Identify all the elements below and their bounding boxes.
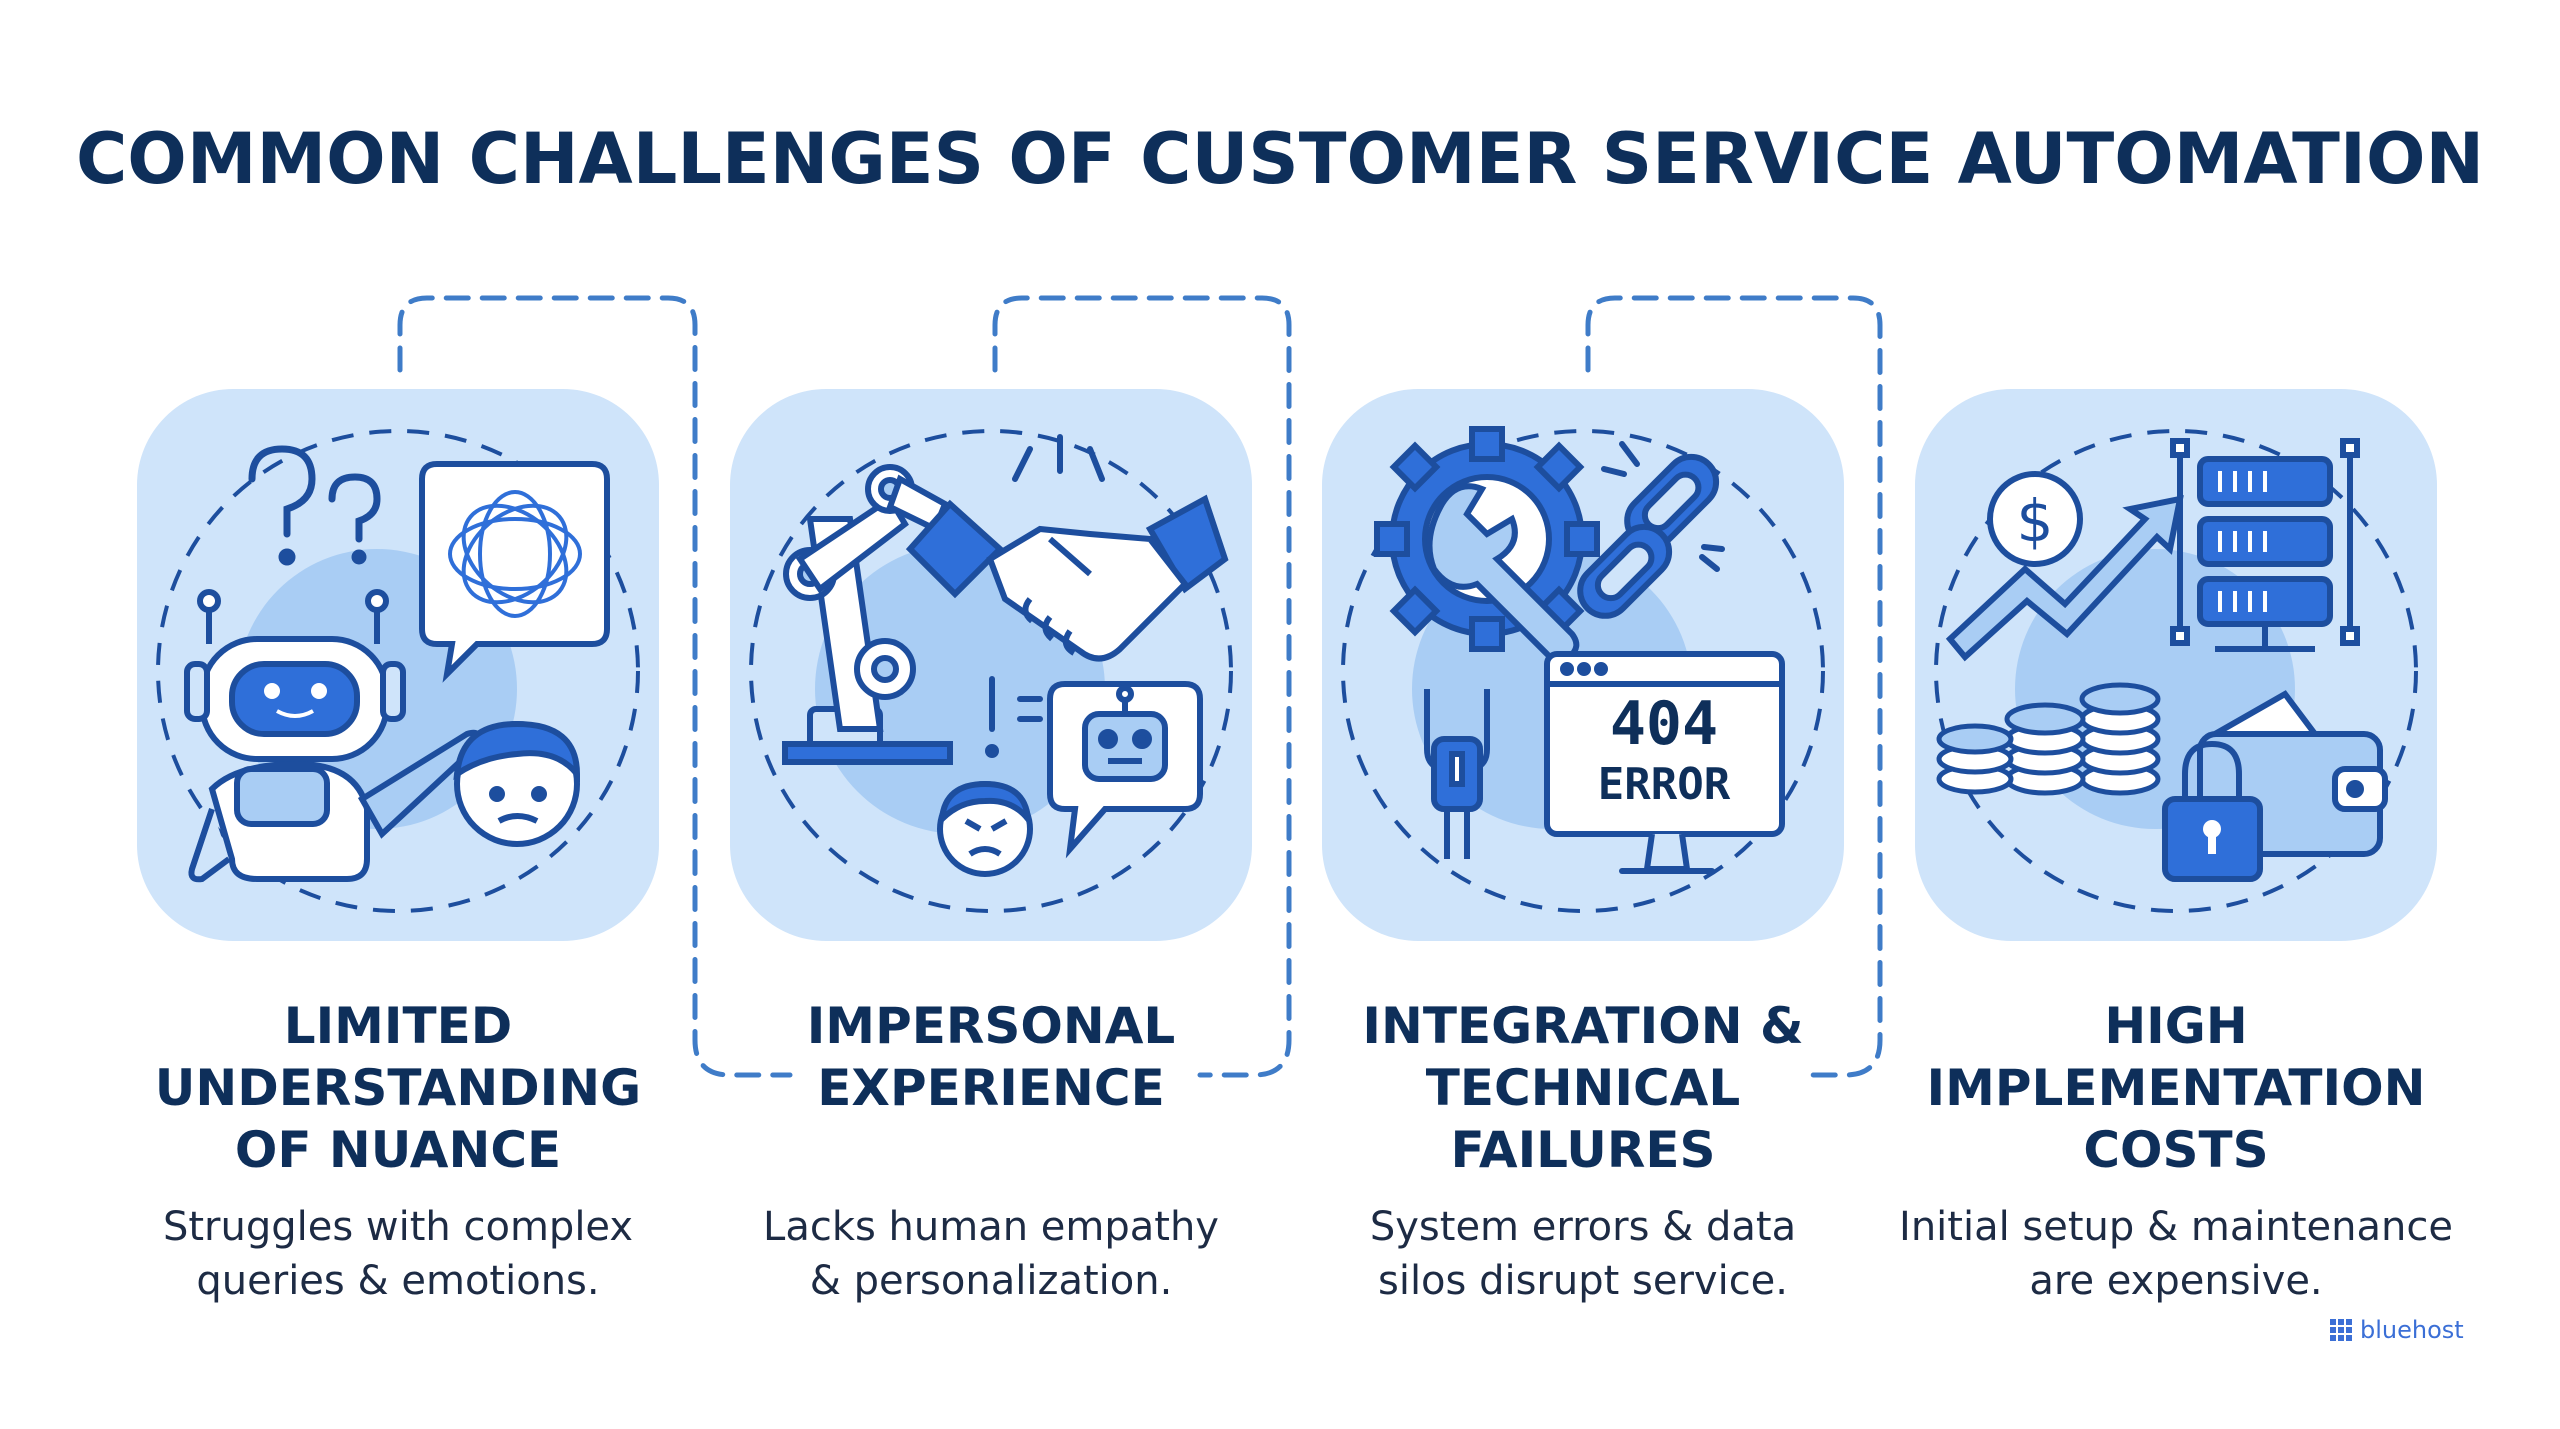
dollar-symbol: $ [2017,487,2054,555]
question-marks-icon [248,445,381,566]
padlock-icon [2162,740,2263,882]
card-impersonal-experience [730,389,1252,941]
gear-wrench-icon [1374,426,1600,664]
description-impersonal-experience: Lacks human empathy& personalization. [763,1204,1219,1304]
angry-face-icon [937,780,1033,877]
error-code-text: 404 [1610,689,1718,759]
error-monitor-icon: 404 ERROR [1544,651,1785,874]
card-integration-failures: 404 ERROR [1322,389,1844,941]
robotic-arm-icon [782,464,953,765]
dollar-coin-icon: $ [1987,471,2083,567]
broken-link-icon [1577,441,1725,619]
error-label-text: ERROR [1598,759,1731,810]
trend-arrow-icon [1945,495,2184,662]
confused-face-icon [453,720,581,847]
exclamation-icon [985,676,1043,758]
page-title: COMMON CHALLENGES OF CUSTOMER SERVICE AU… [75,118,2485,200]
handshake-icon [905,434,1229,662]
tangled-speech-bubble-icon [419,461,610,683]
robot-icon [184,589,483,883]
coin-stacks-icon [1936,682,2161,796]
server-rack-icon [2170,438,2360,652]
brand-logo: bluehost [2330,1316,2464,1344]
unplugged-cable-icon [1424,689,1490,859]
connector-3 [1585,295,1883,1078]
card-implementation-costs: $ [1915,389,2437,941]
connector-1 [397,295,793,1078]
brand-grid-icon [2330,1319,2352,1341]
connector-2 [992,295,1292,1078]
card-limited-understanding [137,389,659,941]
brand-name: bluehost [2360,1316,2464,1344]
chatbot-bubble-icon [1047,681,1203,859]
